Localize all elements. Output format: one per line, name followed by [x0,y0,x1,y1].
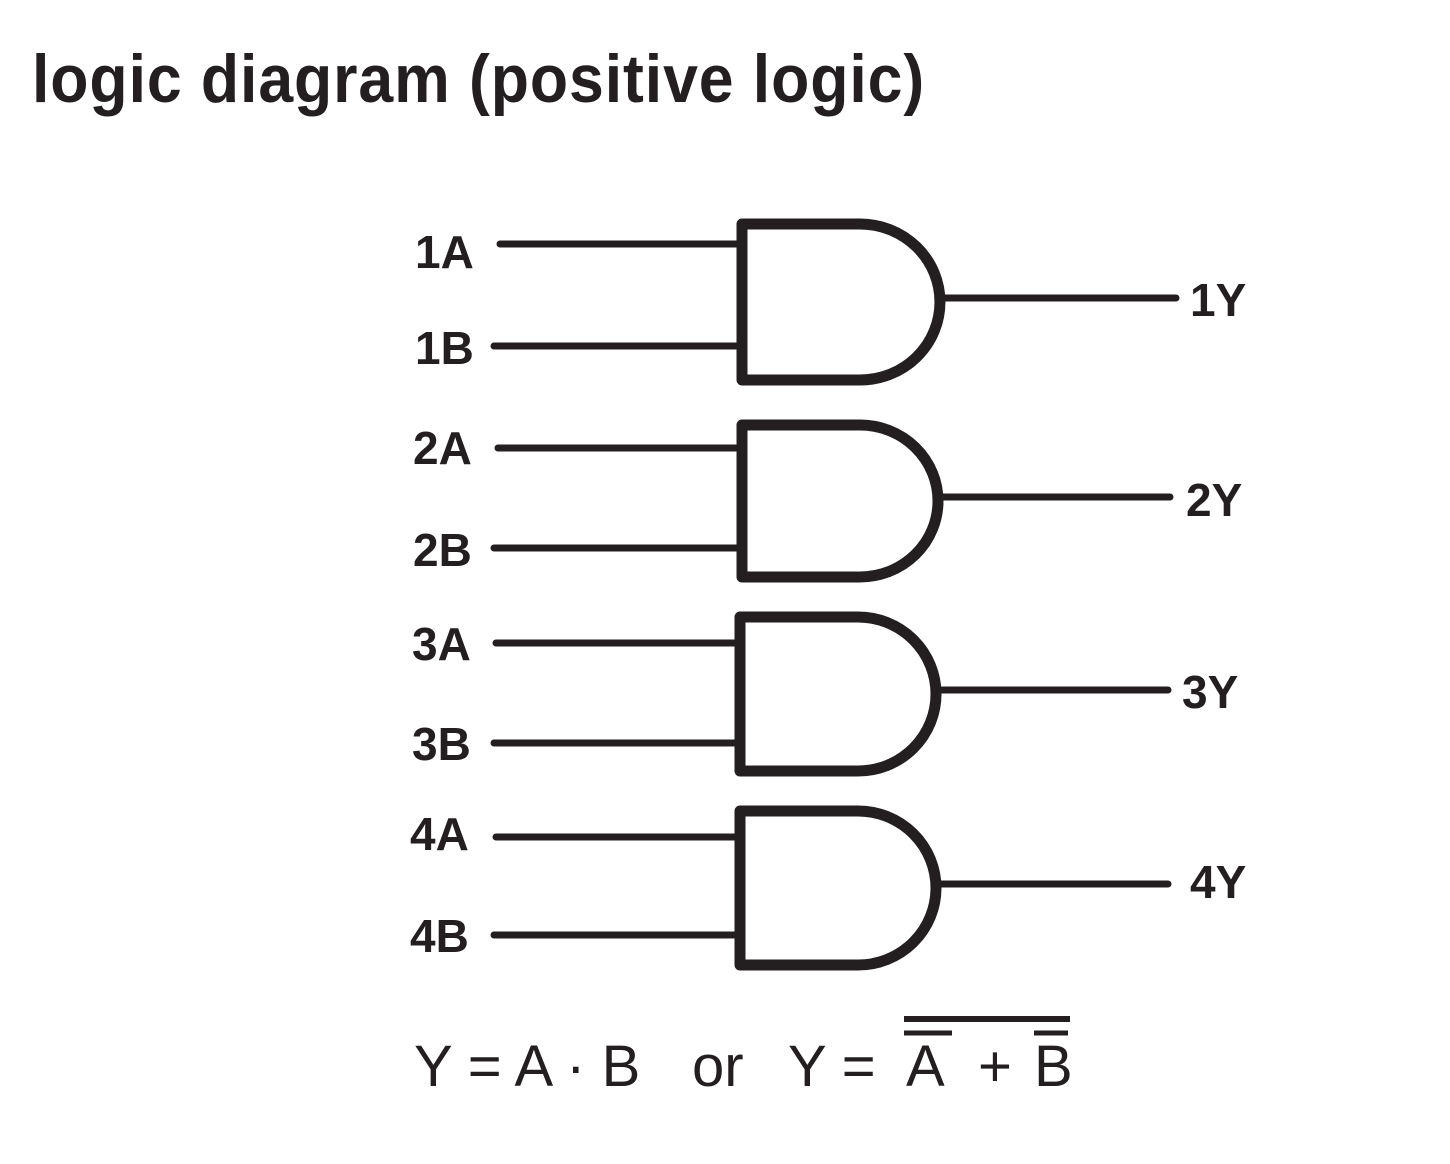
label-1y: 1Y [1190,274,1246,326]
and-gate-4 [490,805,1172,971]
label-2b: 2B [413,524,472,576]
label-3b: 3B [412,718,471,770]
and-gate-3 [490,611,1172,777]
equation-b-bar: B [1034,1034,1073,1099]
label-4a: 4A [410,808,469,860]
label-3a: 3A [412,618,471,670]
and-gate-body-3 [734,611,942,777]
equation-or-word: or [692,1034,744,1099]
label-2a: 2A [413,422,472,474]
and-gate-body-1 [736,218,946,386]
equation-lhs: Y = [788,1034,876,1099]
boolean-equation: Y = A · B or Y = A + B [414,1016,1073,1099]
equation-a-bar: A [906,1034,945,1099]
label-4y: 4Y [1190,856,1246,908]
and-gate-2 [490,419,1174,583]
label-3y: 3Y [1182,666,1238,718]
page-title: logic diagram (positive logic) [32,41,926,117]
label-1a: 1A [415,226,474,278]
label-1b: 1B [415,322,474,374]
equation-and-form: Y = A · B [414,1034,640,1099]
equation-plus: + [978,1034,1012,1099]
label-4b: 4B [410,910,469,962]
and-gate-1 [490,218,1180,386]
label-2y: 2Y [1186,474,1242,526]
and-gate-body-4 [734,805,942,971]
and-gate-body-2 [736,419,944,583]
